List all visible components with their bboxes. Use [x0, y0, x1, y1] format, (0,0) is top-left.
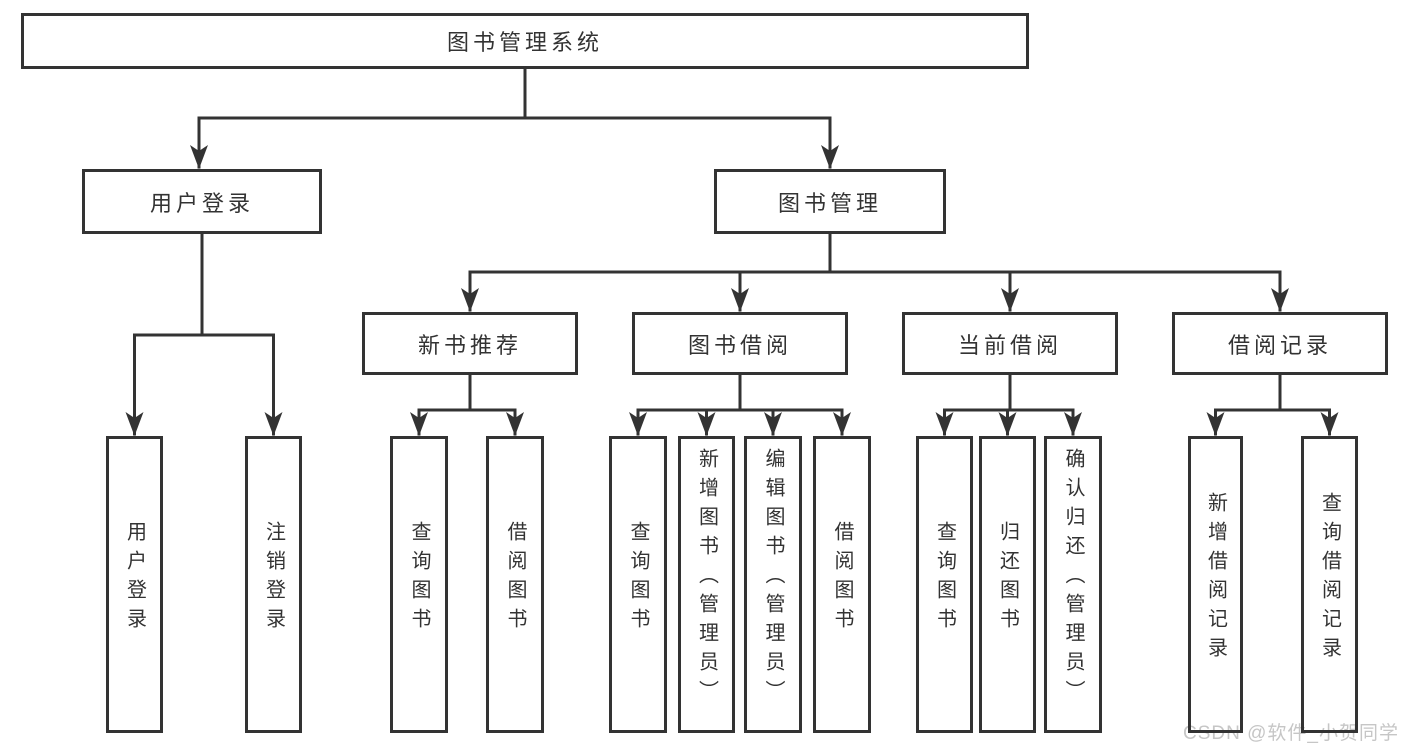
- node-book-borrow-label: 图书借阅: [687, 332, 792, 358]
- leaf-borrow-books-2-label: 借阅图书: [831, 520, 853, 637]
- node-book-management: 图书管理: [714, 169, 946, 234]
- node-root: 图书管理系统: [21, 13, 1029, 69]
- leaf-edit-book-admin: 编辑图书（管理员）: [744, 436, 802, 733]
- node-borrow-records: 借阅记录: [1172, 312, 1388, 375]
- leaf-add-borrow-record-label: 新增借阅记录: [1204, 491, 1227, 666]
- leaf-return-book: 归还图书: [979, 436, 1036, 733]
- leaf-query-borrow-record-label: 查询借阅记录: [1318, 491, 1341, 666]
- leaf-confirm-return-admin-label: 确认归还（管理员）: [1062, 448, 1084, 709]
- leaf-query-borrow-record: 查询借阅记录: [1301, 436, 1358, 733]
- leaf-query-books-3-label: 查询图书: [933, 520, 956, 637]
- csdn-watermark: CSDN @软件_小贺同学: [1183, 723, 1399, 744]
- leaf-add-borrow-record: 新增借阅记录: [1188, 436, 1243, 733]
- node-book-management-label: 图书管理: [777, 190, 882, 216]
- leaf-borrow-books-2: 借阅图书: [813, 436, 871, 733]
- leaf-add-book-admin-label: 新增图书（管理员）: [695, 448, 718, 709]
- node-new-book-recommend: 新书推荐: [362, 312, 578, 375]
- leaf-query-books-2-label: 查询图书: [627, 520, 649, 637]
- leaf-borrow-books-1-label: 借阅图书: [504, 520, 526, 637]
- node-book-borrow: 图书借阅: [632, 312, 848, 375]
- leaf-logout-label: 注销登录: [262, 520, 285, 637]
- leaf-edit-book-admin-label: 编辑图书（管理员）: [762, 448, 784, 709]
- leaf-add-book-admin: 新增图书（管理员）: [678, 436, 735, 733]
- node-user-login: 用户登录: [82, 169, 322, 234]
- node-user-login-label: 用户登录: [149, 190, 254, 216]
- connector-skeleton: [133, 67, 1331, 412]
- leaf-query-books-2: 查询图书: [609, 436, 667, 733]
- node-borrow-records-label: 借阅记录: [1227, 332, 1332, 358]
- leaf-user-login-label: 用户登录: [123, 520, 146, 637]
- node-root-label: 图书管理系统: [446, 30, 603, 55]
- leaf-user-login: 用户登录: [106, 436, 163, 733]
- leaf-borrow-books-1: 借阅图书: [486, 436, 544, 733]
- leaf-query-books-1-label: 查询图书: [408, 520, 430, 637]
- leaf-query-books-3: 查询图书: [916, 436, 973, 733]
- node-current-borrow-label: 当前借阅: [957, 332, 1062, 358]
- node-current-borrow: 当前借阅: [902, 312, 1118, 375]
- node-new-book-recommend-label: 新书推荐: [417, 332, 522, 358]
- leaf-confirm-return-admin: 确认归还（管理员）: [1044, 436, 1102, 733]
- leaf-query-books-1: 查询图书: [390, 436, 448, 733]
- leaf-logout: 注销登录: [245, 436, 302, 733]
- leaf-return-book-label: 归还图书: [996, 520, 1019, 637]
